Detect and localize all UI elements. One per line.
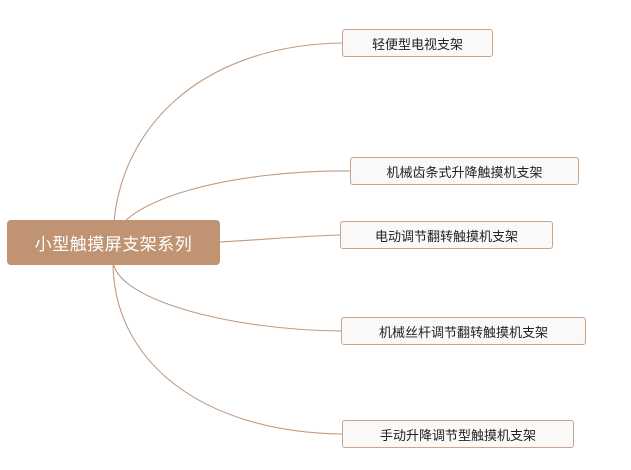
branch-line [112,261,342,332]
child-node-label: 机械丝杆调节翻转触摸机支架 [378,325,548,341]
branch-line [112,261,343,435]
child-node-label: 电动调节翻转触摸机支架 [374,229,518,245]
branch-line [219,234,341,243]
child-node[interactable]: 手动升降调节型触摸机支架 [342,420,574,448]
child-node[interactable]: 电动调节翻转触摸机支架 [340,221,553,249]
root-node-label: 小型触摸屏支架系列 [34,235,193,255]
child-node[interactable]: 机械齿条式升降触摸机支架 [350,157,579,185]
child-node-label: 手动升降调节型触摸机支架 [379,428,536,444]
branch-line [112,42,343,243]
root-node[interactable]: 小型触摸屏支架系列 [7,220,220,265]
child-node-label: 轻便型电视支架 [371,37,463,53]
child-node[interactable]: 轻便型电视支架 [342,29,493,57]
child-node[interactable]: 机械丝杆调节翻转触摸机支架 [341,317,586,345]
child-node-label: 机械齿条式升降触摸机支架 [386,165,543,181]
